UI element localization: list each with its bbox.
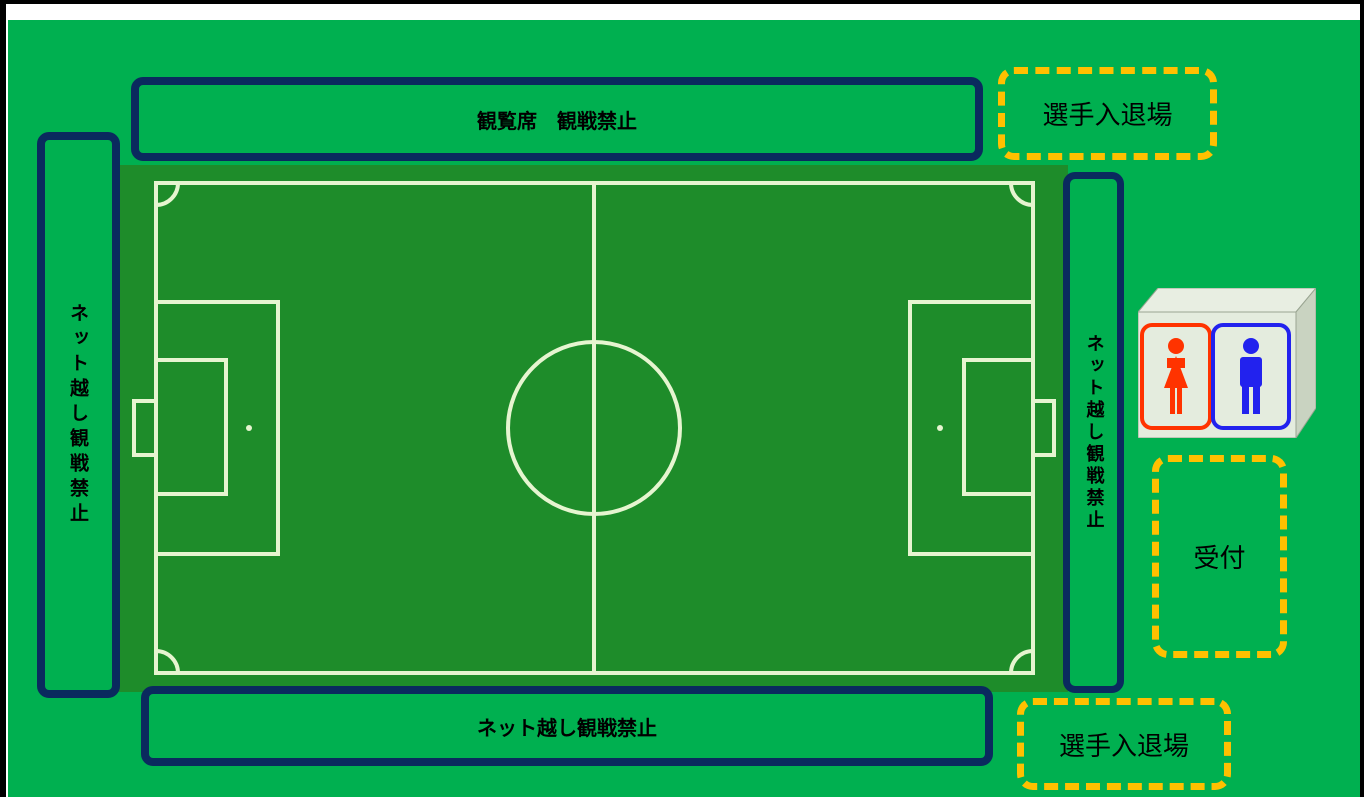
- goal-left: [132, 399, 158, 457]
- bottom-zone-label: ネット越し観戦禁止: [477, 715, 657, 740]
- center-circle: [506, 340, 682, 516]
- player-entrance-top: 選手入退場: [998, 67, 1217, 160]
- penalty-spot-right: [937, 425, 943, 431]
- frame-border-top: [0, 0, 1364, 4]
- left-zone-label: ネット越し観戦禁止: [67, 302, 89, 528]
- corner-arc-br: [1009, 649, 1034, 674]
- frame-border-left: [0, 0, 6, 797]
- male-restroom-icon: [1211, 323, 1291, 430]
- entrance-bottom-label: 選手入退場: [1058, 731, 1189, 762]
- player-entrance-bottom: 選手入退場: [1017, 698, 1231, 790]
- entrance-top-label: 選手入退場: [1042, 101, 1173, 131]
- top-spectator-zone: 観覧席 観戦禁止: [131, 77, 983, 161]
- penalty-spot-left: [246, 425, 252, 431]
- restroom-building: [1138, 288, 1316, 438]
- bottom-net-zone: ネット越し観戦禁止: [141, 686, 993, 766]
- female-restroom-icon: [1140, 323, 1212, 430]
- top-zone-label: 観覧席 観戦禁止: [477, 108, 637, 133]
- goal-right: [1031, 399, 1056, 457]
- soccer-pitch: [118, 165, 1068, 692]
- corner-arc-tr: [1009, 182, 1034, 207]
- frame-border-right: [1360, 0, 1364, 797]
- corner-arc-bl: [155, 649, 180, 674]
- right-zone-label: ネット越し観戦禁止: [1083, 333, 1105, 532]
- reception-area: 受付: [1152, 455, 1287, 658]
- reception-label: 受付: [1193, 544, 1246, 574]
- left-net-zone: ネット越し観戦禁止: [37, 132, 120, 698]
- corner-arc-tl: [155, 182, 180, 207]
- right-net-zone: ネット越し観戦禁止: [1063, 172, 1124, 693]
